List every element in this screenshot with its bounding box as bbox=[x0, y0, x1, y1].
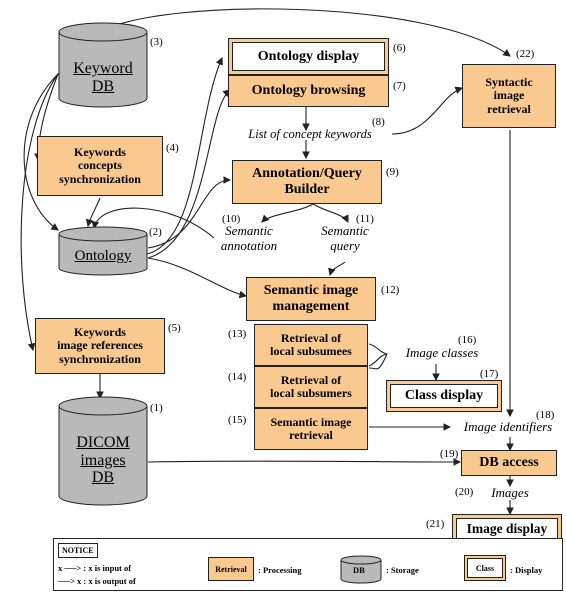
edge-brace-classes-2 bbox=[368, 353, 388, 370]
edge-keyworddb-syntactic bbox=[99, 8, 511, 57]
legend-display-text: : Display bbox=[510, 565, 543, 575]
class-display-num: (17) bbox=[480, 368, 499, 380]
syntactic-image-retrieval-box: Syntactic image retrieval bbox=[462, 64, 556, 128]
edge-annotation-split bbox=[261, 203, 314, 223]
images-label: Images bbox=[491, 485, 529, 500]
keywords-image-refs-sync-box: Keywords image references synchronizatio… bbox=[35, 318, 165, 374]
image-classes-label: Image classes bbox=[405, 345, 479, 360]
keyword-db-storage: Keyword DB bbox=[58, 22, 148, 108]
edge-keyworddb-ontology bbox=[23, 71, 61, 231]
semantic-image-retrieval-box: Semantic image retrieval bbox=[254, 408, 368, 450]
legend-display-sample-label: Class bbox=[467, 558, 503, 578]
edge-keywords-syntactic bbox=[391, 86, 464, 135]
image-display-num: (21) bbox=[426, 518, 445, 530]
kw-img-refs-sync-num: (5) bbox=[168, 322, 181, 334]
dicom-db-label: DICOM images DB bbox=[76, 434, 130, 487]
retrieval-subsumers-num: (14) bbox=[228, 371, 247, 383]
edge-kwsync-ontology bbox=[85, 197, 101, 228]
ontology-display-box: Ontology display bbox=[228, 38, 389, 75]
image-identifiers-num: (18) bbox=[536, 409, 555, 421]
semantic-retrieval-num: (15) bbox=[228, 414, 247, 426]
notice-output-of: ──> x : x is output of bbox=[58, 576, 136, 586]
edge-ontology-ontodisplay bbox=[146, 56, 223, 255]
db-access-box: DB access bbox=[461, 450, 557, 476]
kw-concepts-sync-num: (4) bbox=[166, 142, 179, 154]
dicom-db-num: (1) bbox=[150, 402, 163, 414]
edge-ontology-ontobrowsing bbox=[147, 89, 231, 259]
legend-storage-text: : Storage bbox=[386, 565, 419, 575]
image-identifiers-label: Image identifiers bbox=[463, 419, 553, 434]
images-num: (20) bbox=[455, 486, 474, 498]
image-display-label: Image display bbox=[456, 518, 558, 540]
edge-query-semmgmt bbox=[328, 261, 346, 277]
retrieval-subsumees-num: (13) bbox=[228, 328, 247, 340]
keyword-db-label: Keyword DB bbox=[73, 60, 133, 95]
edge-annotation-ontology bbox=[91, 207, 215, 239]
class-display-box: Class display bbox=[386, 380, 502, 412]
legend-notice: NOTICE x ──> : x is input of ──> x : x i… bbox=[53, 538, 563, 591]
notice-title: NOTICE bbox=[58, 543, 98, 558]
edge-dicom-dbaccess bbox=[147, 458, 462, 466]
db-access-num: (19) bbox=[440, 448, 459, 460]
keyword-db-num: (3) bbox=[150, 36, 163, 48]
cylinder-icon bbox=[58, 226, 148, 276]
semantic-annotation-num: (10) bbox=[222, 213, 241, 225]
image-classes-num: (16) bbox=[458, 334, 477, 346]
keywords-concepts-sync-box: Keywords concepts synchronization bbox=[37, 136, 163, 196]
ontology-num: (2) bbox=[149, 226, 162, 238]
syntactic-retrieval-num: (22) bbox=[516, 48, 535, 60]
annotation-query-builder-box: Annotation/Query Builder bbox=[232, 160, 382, 204]
semantic-mgmt-num: (12) bbox=[381, 284, 400, 296]
legend-storage-sample: DB bbox=[353, 565, 365, 575]
edge-brace-classes bbox=[368, 343, 388, 367]
edge-keyworddb-imgrefsync bbox=[20, 73, 59, 352]
dicom-db-storage: DICOM images DB bbox=[58, 396, 148, 506]
retrieval-subsumers-box: Retrieval of local subsumers bbox=[254, 366, 368, 408]
annotation-builder-num: (9) bbox=[386, 166, 399, 178]
class-display-label: Class display bbox=[390, 384, 498, 408]
legend-storage-icon bbox=[340, 555, 382, 584]
legend-display-sample: Class bbox=[464, 555, 506, 581]
ontology-browsing-num: (7) bbox=[393, 80, 406, 92]
semantic-query-label: Semantic query bbox=[321, 223, 369, 253]
ontology-browsing-box: Ontology browsing bbox=[228, 75, 389, 107]
concept-keywords-label: List of concept keywords bbox=[248, 127, 372, 141]
edge-ontology-semmgmt bbox=[147, 257, 248, 299]
semantic-query-num: (11) bbox=[356, 213, 374, 225]
ontology-display-label: Ontology display bbox=[232, 42, 385, 71]
legend-processing-sample: Retrieval bbox=[208, 557, 254, 581]
edge-ontology-annotation bbox=[147, 176, 232, 249]
legend-processing-text: : Processing bbox=[258, 565, 302, 575]
cylinder-icon bbox=[58, 396, 148, 506]
ontology-display-num: (6) bbox=[393, 42, 406, 54]
semantic-image-management-box: Semantic image management bbox=[246, 277, 376, 321]
cylinder-icon bbox=[58, 22, 148, 108]
semantic-annotation-label: Semantic annotation bbox=[220, 223, 278, 253]
notice-input-of: x ──> : x is input of bbox=[58, 563, 132, 573]
edge-annotation-split-2 bbox=[312, 203, 349, 223]
retrieval-subsumees-box: Retrieval of local subsumees bbox=[254, 324, 368, 366]
ontology-storage: Ontology bbox=[58, 226, 148, 276]
ontology-label: Ontology bbox=[74, 248, 132, 264]
concept-keywords-num: (8) bbox=[372, 116, 385, 128]
